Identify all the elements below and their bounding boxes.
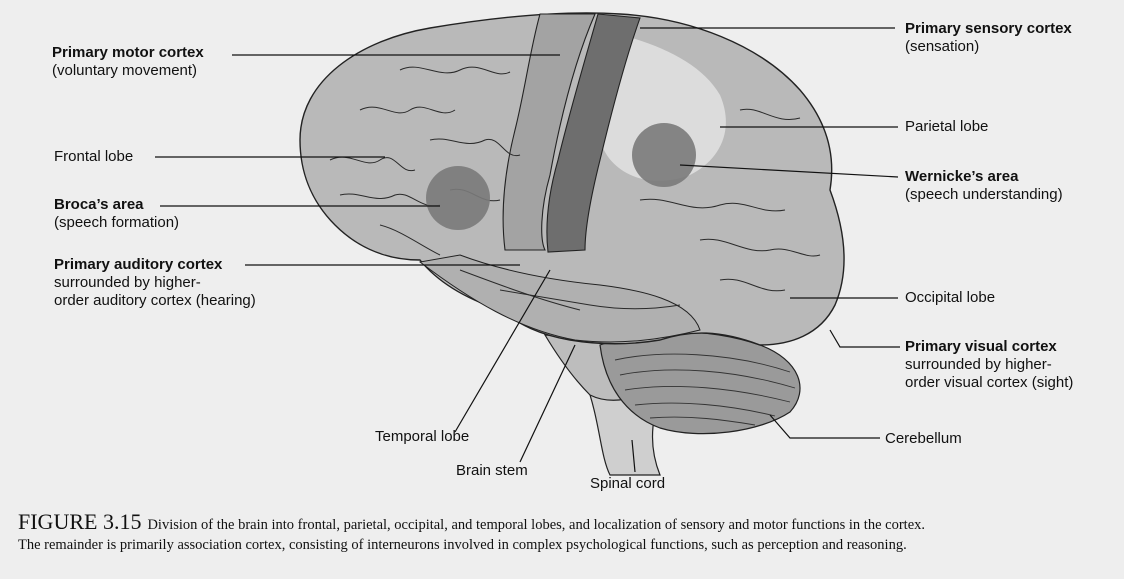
figure-caption: FIGURE 3.15 Division of the brain into fr… bbox=[18, 512, 1118, 555]
label-brain-stem: Brain stem bbox=[456, 462, 528, 480]
label-wernickes-area: Wernicke’s area (speech understanding) bbox=[905, 168, 1063, 204]
primary-visual-cortex-title: Primary visual cortex bbox=[905, 338, 1073, 356]
occipital-lobe-title: Occipital lobe bbox=[905, 289, 995, 307]
primary-sensory-cortex-title: Primary sensory cortex bbox=[905, 20, 1072, 38]
caption-text-2: The remainder is primarily association c… bbox=[18, 535, 1118, 555]
primary-sensory-cortex-sub: (sensation) bbox=[905, 38, 1072, 56]
primary-visual-cortex-sub1: surrounded by higher- bbox=[905, 356, 1073, 374]
frontal-lobe-title: Frontal lobe bbox=[54, 148, 133, 166]
caption-line-1: FIGURE 3.15 Division of the brain into fr… bbox=[18, 512, 1118, 535]
primary-motor-cortex-title: Primary motor cortex bbox=[52, 44, 204, 62]
primary-auditory-cortex-title: Primary auditory cortex bbox=[54, 256, 256, 274]
brocas-area-sub: (speech formation) bbox=[54, 214, 179, 232]
label-primary-sensory-cortex: Primary sensory cortex (sensation) bbox=[905, 20, 1072, 56]
primary-visual-cortex-sub2: order visual cortex (sight) bbox=[905, 374, 1073, 392]
label-primary-visual-cortex: Primary visual cortex surrounded by high… bbox=[905, 338, 1073, 392]
figure-number: FIGURE 3.15 bbox=[18, 509, 141, 534]
label-frontal-lobe: Frontal lobe bbox=[54, 148, 133, 166]
label-occipital-lobe: Occipital lobe bbox=[905, 289, 995, 307]
spinal-cord-title: Spinal cord bbox=[590, 475, 665, 493]
temporal-lobe-title: Temporal lobe bbox=[375, 428, 469, 446]
label-primary-motor-cortex: Primary motor cortex (voluntary movement… bbox=[52, 44, 204, 80]
brocas-area-circle bbox=[426, 166, 490, 230]
parietal-lobe-title: Parietal lobe bbox=[905, 118, 988, 136]
brain-stem-title: Brain stem bbox=[456, 462, 528, 480]
label-parietal-lobe: Parietal lobe bbox=[905, 118, 988, 136]
label-spinal-cord: Spinal cord bbox=[590, 475, 665, 493]
label-primary-auditory-cortex: Primary auditory cortex surrounded by hi… bbox=[54, 256, 256, 310]
primary-auditory-cortex-sub2: order auditory cortex (hearing) bbox=[54, 292, 256, 310]
primary-auditory-cortex-sub1: surrounded by higher- bbox=[54, 274, 256, 292]
brocas-area-title: Broca’s area bbox=[54, 196, 179, 214]
wernickes-area-title: Wernicke’s area bbox=[905, 168, 1063, 186]
caption-text-1: Division of the brain into frontal, pari… bbox=[147, 517, 925, 533]
label-temporal-lobe: Temporal lobe bbox=[375, 428, 469, 446]
primary-motor-cortex-sub: (voluntary movement) bbox=[52, 62, 204, 80]
label-brocas-area: Broca’s area (speech formation) bbox=[54, 196, 179, 232]
wernickes-area-circle bbox=[632, 123, 696, 187]
wernickes-area-sub: (speech understanding) bbox=[905, 186, 1063, 204]
cerebellum-title: Cerebellum bbox=[885, 430, 962, 448]
label-cerebellum: Cerebellum bbox=[885, 430, 962, 448]
